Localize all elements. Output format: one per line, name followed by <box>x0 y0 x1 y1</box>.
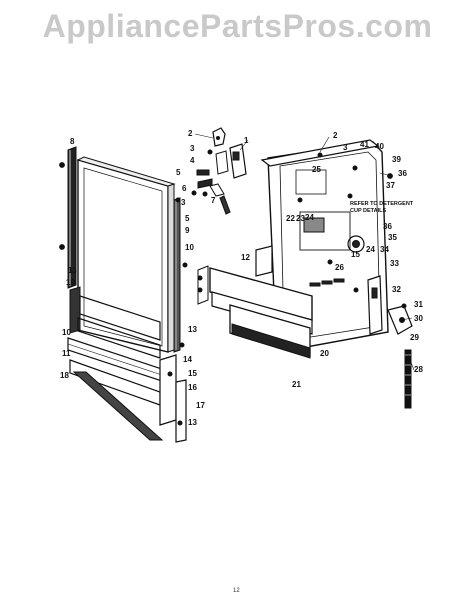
callout-9: 9 <box>185 226 190 235</box>
callout-3: 3 <box>343 143 348 152</box>
callout-10: 10 <box>62 328 71 337</box>
callout-34: 34 <box>380 245 389 254</box>
callout-32: 32 <box>392 285 401 294</box>
callout-40: 40 <box>375 142 384 151</box>
leader-lines <box>194 133 415 371</box>
callout-3: 3 <box>190 144 195 153</box>
callout-30: 30 <box>414 314 423 323</box>
callout-2: 2 <box>188 129 193 138</box>
callout-39: 39 <box>392 155 401 164</box>
callout-1: 1 <box>244 136 249 145</box>
callout-labels: 1 2 2 3 3 3 4 5 5 6 7 8 9 10 10 11 12 13… <box>60 129 423 594</box>
callout-7: 7 <box>211 196 216 205</box>
callout-15: 15 <box>188 369 197 378</box>
callout-5: 5 <box>176 168 181 177</box>
callout-4: 4 <box>190 156 195 165</box>
callout-31: 31 <box>414 300 423 309</box>
callout-35: 35 <box>388 233 397 242</box>
watermark-text: AppliancePartsPros.com <box>42 8 433 44</box>
callout-13: 13 <box>68 266 77 275</box>
outer-door-panel <box>76 156 176 353</box>
callout-13: 13 <box>188 325 197 334</box>
callout-5: 5 <box>185 214 190 223</box>
callout-15: 15 <box>351 250 360 259</box>
callout-8: 8 <box>70 137 75 146</box>
callout-10: 10 <box>185 243 194 252</box>
right-trim-strip <box>173 197 181 353</box>
detergent-note-line2: CUP DETAILS <box>350 208 386 214</box>
callout-11: 11 <box>62 349 71 358</box>
page-number: 12 <box>233 588 240 594</box>
callout-13: 13 <box>188 418 197 427</box>
callout-24: 24 <box>305 213 314 222</box>
screws-left <box>59 162 188 426</box>
door-spring <box>404 349 412 409</box>
callout-16: 16 <box>188 383 197 392</box>
callout-41: 41 <box>360 140 369 149</box>
callout-24: 24 <box>366 245 375 254</box>
detergent-note-line1: REFER TO DETERGENT <box>350 201 414 207</box>
callout-19: 19 <box>66 278 75 287</box>
latch-parts <box>191 127 247 215</box>
callout-12: 12 <box>241 253 250 262</box>
callout-20: 20 <box>320 349 329 358</box>
callout-6: 6 <box>182 184 187 193</box>
callout-23: 23 <box>296 214 305 223</box>
callout-22: 22 <box>286 214 295 223</box>
lower-trim-assembly <box>67 286 187 443</box>
callout-18: 18 <box>60 371 69 380</box>
access-panel <box>197 245 313 359</box>
callout-26: 26 <box>335 263 344 272</box>
callout-33: 33 <box>390 259 399 268</box>
callout-25: 25 <box>312 165 321 174</box>
callout-36: 36 <box>398 169 407 178</box>
callout-21: 21 <box>292 380 301 389</box>
callout-36: 36 <box>383 222 392 231</box>
callout-29: 29 <box>410 333 419 342</box>
callout-37: 37 <box>386 181 395 190</box>
callout-17: 17 <box>196 401 205 410</box>
callout-3: 3 <box>181 198 186 207</box>
callout-28: 28 <box>414 365 423 374</box>
hinge-bracket-right <box>367 173 413 335</box>
callout-14: 14 <box>183 355 192 364</box>
callout-2: 2 <box>333 131 338 140</box>
left-trim-strip <box>67 146 77 289</box>
